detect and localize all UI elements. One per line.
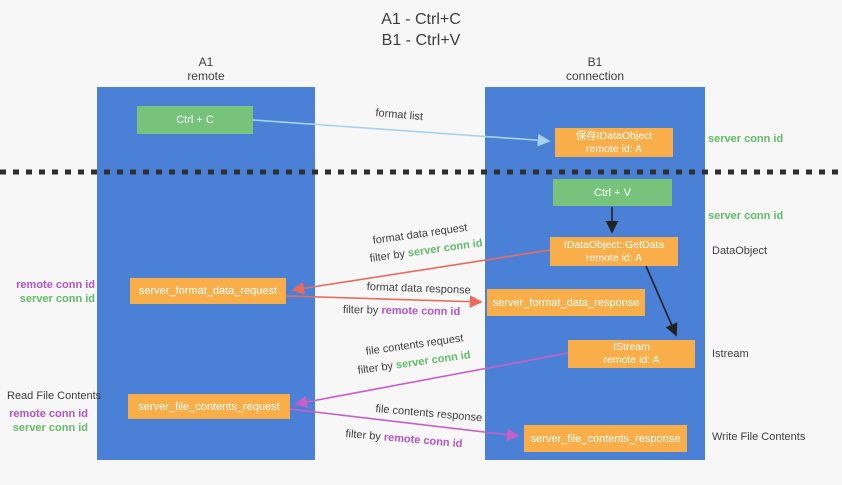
idataobject-getdata-line2: remote id: A — [585, 251, 643, 264]
filter-by-text: filter by — [357, 359, 397, 377]
ctrl-v-box: Ctrl + V — [553, 179, 672, 206]
remote-conn-id-text: remote conn id — [383, 431, 463, 451]
remote-conn-id-annotation-top: remote conn id — [16, 279, 95, 291]
server-conn-id-annotation-top: server conn id — [708, 133, 784, 145]
diagram-title: A1 - Ctrl+C B1 - Ctrl+V — [0, 9, 842, 51]
remote-conn-id-annotation-bottom: remote conn id — [9, 408, 88, 420]
server-file-contents-response-box: server_file_contents_response — [524, 425, 687, 452]
ctrl-v-label: Ctrl + V — [594, 186, 631, 199]
column-a1-role: remote — [187, 69, 225, 83]
filter-by-text: filter by — [342, 304, 382, 317]
file-contents-response-label: file contents response — [374, 403, 483, 425]
format-list-label: format list — [374, 107, 424, 124]
left-conn-id-pair-top: remote conn id server conn id — [0, 278, 95, 306]
title-line-1: A1 - Ctrl+C — [381, 11, 461, 28]
write-file-contents-annotation: Write File Contents — [712, 431, 806, 443]
left-conn-id-pair-bottom: remote conn id server conn id — [0, 407, 88, 435]
server-file-contents-request-label: server_file_contents_request — [138, 400, 280, 413]
server-format-data-response-label: server_format_data_response — [492, 296, 640, 309]
server-format-data-request-label: server_format_data_request — [138, 285, 278, 297]
filter-by-text: filter by — [344, 428, 385, 444]
column-header-a1: A1 remote — [97, 55, 315, 83]
dataobject-annotation: DataObject — [712, 245, 768, 257]
server-conn-id-annotation-mid: server conn id — [708, 210, 784, 222]
istream-annotation: Istream — [712, 348, 749, 360]
title-line-2: B1 - Ctrl+V — [381, 32, 461, 49]
server-conn-id-text: server conn id — [395, 349, 472, 372]
server-file-contents-request-box: server_file_contents_request — [128, 394, 290, 419]
format-data-response-label: format data response — [366, 281, 471, 297]
server-conn-id-annotation-left-bottom: server conn id — [12, 422, 88, 434]
idataobject-getdata-line1: IDataObject::GetData — [563, 238, 665, 251]
format-data-response-filter-label: filter by remote conn id — [343, 304, 461, 318]
server-conn-id-annotation-left-top: server conn id — [19, 293, 95, 305]
save-idataobject-line2: remote id: A — [585, 142, 643, 155]
istream-line2: remote id: A — [603, 354, 660, 366]
ctrl-c-label: Ctrl + C — [176, 114, 214, 126]
column-b1-name: B1 — [587, 55, 603, 69]
format-data-response-arrow — [286, 295, 483, 309]
idataobject-getdata-box: IDataObject::GetData remote id: A — [550, 237, 678, 266]
column-a1-name: A1 — [198, 55, 214, 69]
column-header-b1: B1 connection — [485, 55, 705, 83]
filter-by-text: filter by — [369, 247, 409, 265]
istream-box: IStream remote id: A — [568, 340, 695, 368]
column-b1-role: connection — [565, 69, 625, 83]
remote-conn-id-text: remote conn id — [381, 304, 461, 319]
ctrl-c-box: Ctrl + C — [137, 106, 253, 134]
file-contents-response-filter-label: filter by remote conn id — [345, 428, 463, 450]
server-file-contents-response-label: server_file_contents_response — [530, 432, 681, 445]
save-idataobject-line1: 保存IDataObject — [575, 129, 653, 142]
read-file-contents-annotation: Read File Contents — [7, 390, 102, 402]
istream-line1: IStream — [613, 341, 650, 353]
server-format-data-response-box: server_format_data_response — [487, 289, 645, 316]
server-format-data-request-box: server_format_data_request — [130, 278, 286, 304]
save-idataobject-box: 保存IDataObject remote id: A — [555, 128, 673, 157]
